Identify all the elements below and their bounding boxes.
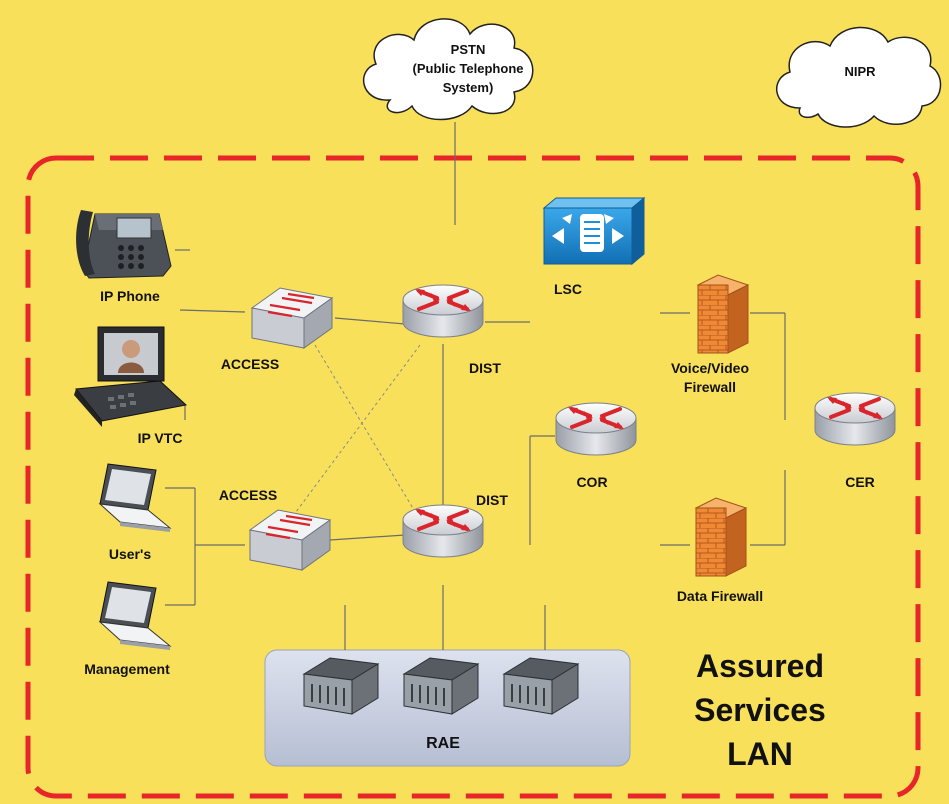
access-switch-bottom-icon [248,508,332,572]
dist-router-top-icon [401,283,485,339]
dist-router-bottom-icon [401,503,485,559]
voice-video-firewall-icon [696,274,750,354]
pstn-cloud [362,18,534,121]
users-label: User's [108,546,152,562]
zone-title-line3: LAN [727,736,793,772]
access-bottom-label: ACCESS [218,487,278,503]
dist-bottom-label: DIST [476,492,508,508]
ip-vtc-label: IP VTC [137,430,183,446]
cor-label: COR [576,474,608,490]
zone-title-line2: Services [694,692,826,728]
management-laptop-icon [98,581,172,650]
zone-title-line1: Assured [695,648,825,684]
pstn-label: PSTN (Public Telephone System) [408,40,528,97]
ip-vtc-icon [74,326,188,427]
assured-lan-boundary [25,155,921,799]
pstn-label-line3: System) [442,80,494,95]
access-top-label: ACCESS [220,356,280,372]
cer-router-icon [813,391,897,447]
cross-links [289,344,421,521]
pstn-label-line1: PSTN [450,42,486,57]
assured-services-lan-title: Assured Services LAN [660,644,860,776]
lsc-icon [542,196,646,266]
access-switch-top-icon [250,286,334,350]
data-firewall-label: Data Firewall [676,588,764,604]
rae-label: RAE [426,735,460,752]
ip-phone-label: IP Phone [100,288,160,304]
cor-router-icon [554,401,638,457]
cer-label: CER [845,474,875,490]
connection-lines [165,122,786,650]
dist-top-label: DIST [469,360,501,376]
lsc-label: LSC [554,281,582,297]
voice-video-firewall-line1: Voice/Video [670,360,750,376]
voice-video-firewall-label: Voice/Video Firewall [655,359,765,397]
nipr-cloud [775,26,942,128]
voice-video-firewall-line2: Firewall [683,379,737,395]
data-firewall-icon [694,497,748,577]
pstn-label-line2: (Public Telephone [412,61,524,76]
management-label: Management [84,661,170,677]
users-laptop-icon [98,463,172,532]
ip-phone-icon [76,210,172,279]
nipr-label: NIPR [844,64,876,79]
